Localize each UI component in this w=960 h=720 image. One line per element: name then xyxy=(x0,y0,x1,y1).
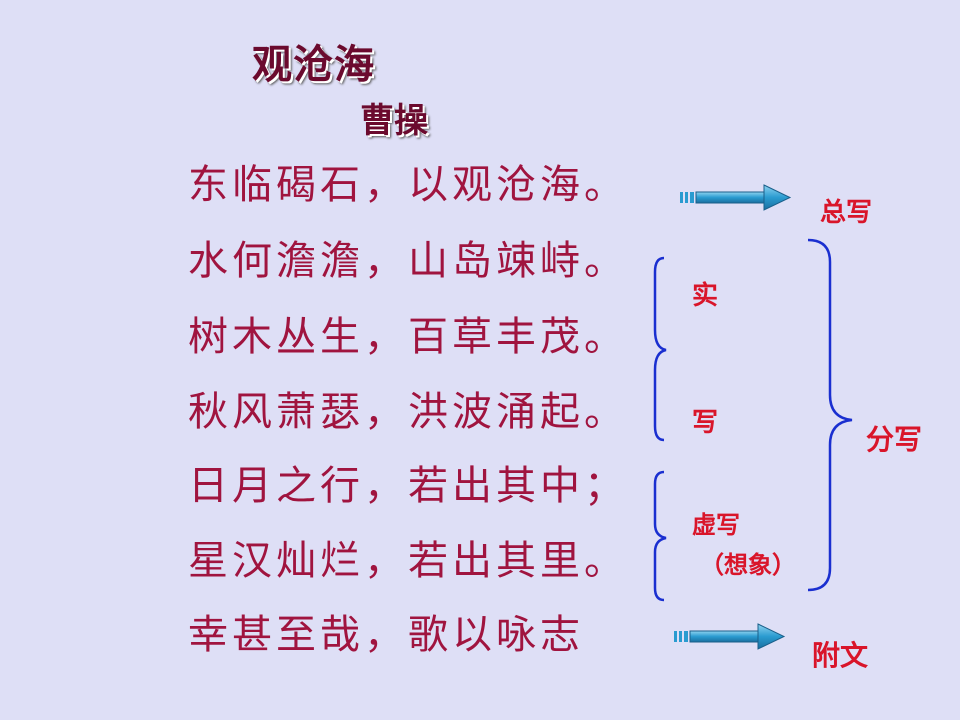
brace-detailed-icon xyxy=(807,238,853,592)
poem-line-1: 东临碣石，以观沧海。 xyxy=(188,162,628,208)
poem-line-2: 水何澹澹，山岛竦峙。 xyxy=(188,238,628,284)
poem-line-5: 日月之行，若出其中； xyxy=(188,463,628,509)
brace-imagined-icon xyxy=(653,470,667,602)
label-imagined: 虚写 xyxy=(692,511,740,539)
label-detailed: 分写 xyxy=(866,423,923,456)
poem-author: 曹操 xyxy=(360,101,428,141)
label-appendix: 附文 xyxy=(812,639,869,672)
label-real-2: 写 xyxy=(692,408,719,438)
poem-line-7: 幸甚至哉，歌以咏志 xyxy=(188,612,584,658)
right-arrow-icon xyxy=(680,184,792,211)
label-general: 总写 xyxy=(820,198,873,228)
poem-line-3: 树木丛生，百草丰茂。 xyxy=(188,314,628,360)
poem-line-4: 秋风萧瑟，洪波涌起。 xyxy=(188,389,628,435)
poem-title: 观沧海 xyxy=(252,42,375,88)
label-imagination-note: （想象） xyxy=(700,551,796,579)
brace-real-icon xyxy=(653,256,667,442)
label-real-1: 实 xyxy=(692,281,719,311)
right-arrow-icon xyxy=(674,623,786,650)
poem-line-6: 星汉灿烂，若出其里。 xyxy=(188,538,628,584)
